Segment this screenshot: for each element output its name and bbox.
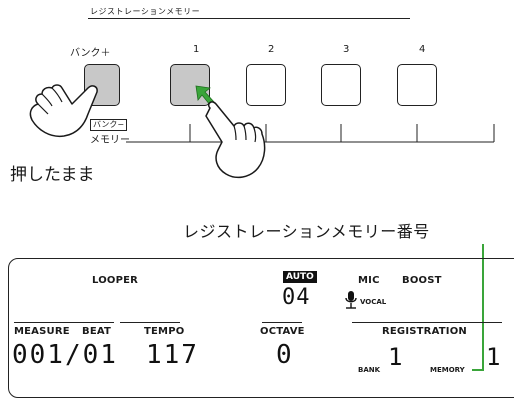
memory-button-1[interactable] <box>170 64 210 106</box>
registration-label: REGISTRATION <box>382 326 467 337</box>
measure-label: MEASURE <box>14 326 70 337</box>
button-bracket-lines <box>126 124 495 143</box>
hold-instruction: 押したまま <box>10 165 95 185</box>
memory-button-4[interactable] <box>397 64 437 106</box>
memory-button-3[interactable] <box>321 64 361 106</box>
mic-label: MIC <box>358 275 380 286</box>
bank-memory-label-bottom: メモリー <box>90 135 130 146</box>
hand-pointer-icon <box>29 84 98 138</box>
section-title: レジストレーションメモリー <box>90 7 201 16</box>
memory-2-label: 2 <box>268 44 275 55</box>
registration-divider <box>352 322 502 323</box>
bank-value: 1 <box>388 343 405 371</box>
tempo-label: TEMPO <box>144 326 185 337</box>
registration-number-caption: レジストレーションメモリー番号 <box>183 222 430 241</box>
measure-divider <box>14 322 114 323</box>
bank-memory-label-top: バンク− <box>90 119 128 131</box>
memory-button-2[interactable] <box>246 64 286 106</box>
auto-value: 04 <box>282 285 311 310</box>
memory-label: MEMORY <box>430 366 465 374</box>
registration-leader-line <box>472 244 484 371</box>
octave-value: 0 <box>276 340 294 370</box>
section-underline <box>88 18 410 19</box>
boost-label: BOOST <box>402 275 442 286</box>
tempo-divider <box>120 322 180 323</box>
memory-4-label: 4 <box>419 44 426 55</box>
bank-label: BANK <box>358 366 381 374</box>
memory-value: 1 <box>486 343 503 371</box>
microphone-icon <box>345 291 357 309</box>
looper-label: LOOPER <box>92 275 139 286</box>
octave-divider <box>262 322 302 323</box>
measure-beat-value: 001/01 <box>12 340 118 370</box>
tempo-value: 117 <box>146 340 199 370</box>
bank-plus-label: バンク＋ <box>70 48 111 59</box>
octave-label: OCTAVE <box>260 326 305 337</box>
hand-pointer-icon <box>205 101 266 179</box>
auto-badge: AUTO <box>283 271 317 283</box>
beat-label: BEAT <box>82 326 112 337</box>
vocal-label: VOCAL <box>360 298 387 306</box>
memory-1-label: 1 <box>193 44 200 55</box>
memory-3-label: 3 <box>343 44 350 55</box>
